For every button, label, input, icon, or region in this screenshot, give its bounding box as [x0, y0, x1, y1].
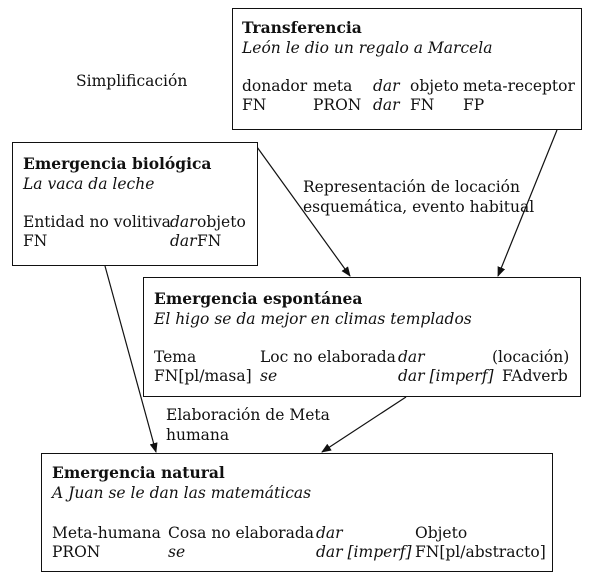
- box-title: Emergencia biológica: [23, 154, 212, 173]
- role-cell: objeto: [410, 77, 459, 95]
- label-line: Elaboración de Meta: [166, 406, 330, 424]
- box-emergencia-espontanea: Emergencia espontánea El higo se da mejo…: [143, 277, 581, 397]
- category-cell: dar: [170, 232, 197, 250]
- category-cell: dar [imperf]: [398, 367, 494, 385]
- arrow-espontanea-to-natural: [321, 396, 407, 453]
- box-title: Emergencia natural: [52, 463, 225, 482]
- role-cell: Cosa no elaborada: [168, 524, 314, 542]
- box-example: León le dio un regalo a Marcela: [242, 39, 493, 57]
- box-transferencia: Transferencia León le dio un regalo a Ma…: [232, 8, 582, 130]
- category-cell: FN: [410, 96, 435, 114]
- category-cell: FN: [197, 232, 222, 250]
- category-cell: FN: [242, 96, 267, 114]
- label-elaboracion: Elaboración de Meta humana: [166, 405, 330, 445]
- category-cell: dar: [373, 96, 400, 114]
- role-cell: Entidad no volitiva: [23, 213, 171, 231]
- role-cell: meta-receptor: [463, 77, 575, 95]
- category-cell: PRON: [52, 543, 101, 561]
- role-cell: dar: [316, 524, 343, 542]
- category-cell: FN[pl/abstracto]: [415, 543, 546, 561]
- box-example: El higo se da mejor en climas templados: [154, 310, 472, 328]
- category-cell: FN[pl/masa]: [154, 367, 252, 385]
- category-cell: FAdverb: [502, 367, 568, 385]
- role-cell: donador: [242, 77, 308, 95]
- category-cell: PRON: [313, 96, 362, 114]
- label-representacion: Representación de locación esquemática, …: [303, 177, 534, 217]
- category-cell: se: [168, 543, 186, 561]
- role-cell: dar: [398, 348, 425, 366]
- role-cell: Objeto: [415, 524, 468, 542]
- box-emergencia-natural: Emergencia natural A Juan se le dan las …: [41, 453, 553, 572]
- role-cell: Meta-humana: [52, 524, 161, 542]
- label-simplificacion: Simplificación: [76, 72, 188, 90]
- category-cell: FN: [23, 232, 48, 250]
- label-line: esquemática, evento habitual: [303, 198, 535, 216]
- role-cell: meta: [313, 77, 353, 95]
- role-cell: Tema: [154, 348, 197, 366]
- box-example: La vaca da leche: [23, 175, 155, 193]
- box-example: A Juan se le dan las matemáticas: [52, 484, 312, 502]
- category-cell: dar [imperf]: [316, 543, 412, 561]
- role-cell: (locación): [492, 348, 570, 366]
- role-cell: Loc no elaborada: [260, 348, 396, 366]
- box-title: Transferencia: [242, 18, 362, 37]
- box-title: Emergencia espontánea: [154, 289, 363, 308]
- role-cell: dar: [373, 77, 400, 95]
- label-line: Representación de locación: [303, 178, 520, 196]
- role-cell: objeto: [197, 213, 246, 231]
- box-emergencia-biologica: Emergencia biológica La vaca da leche En…: [12, 142, 258, 266]
- role-cell: dar: [170, 213, 197, 231]
- category-cell: se: [260, 367, 278, 385]
- category-cell: FP: [463, 96, 485, 114]
- label-line: humana: [166, 426, 230, 444]
